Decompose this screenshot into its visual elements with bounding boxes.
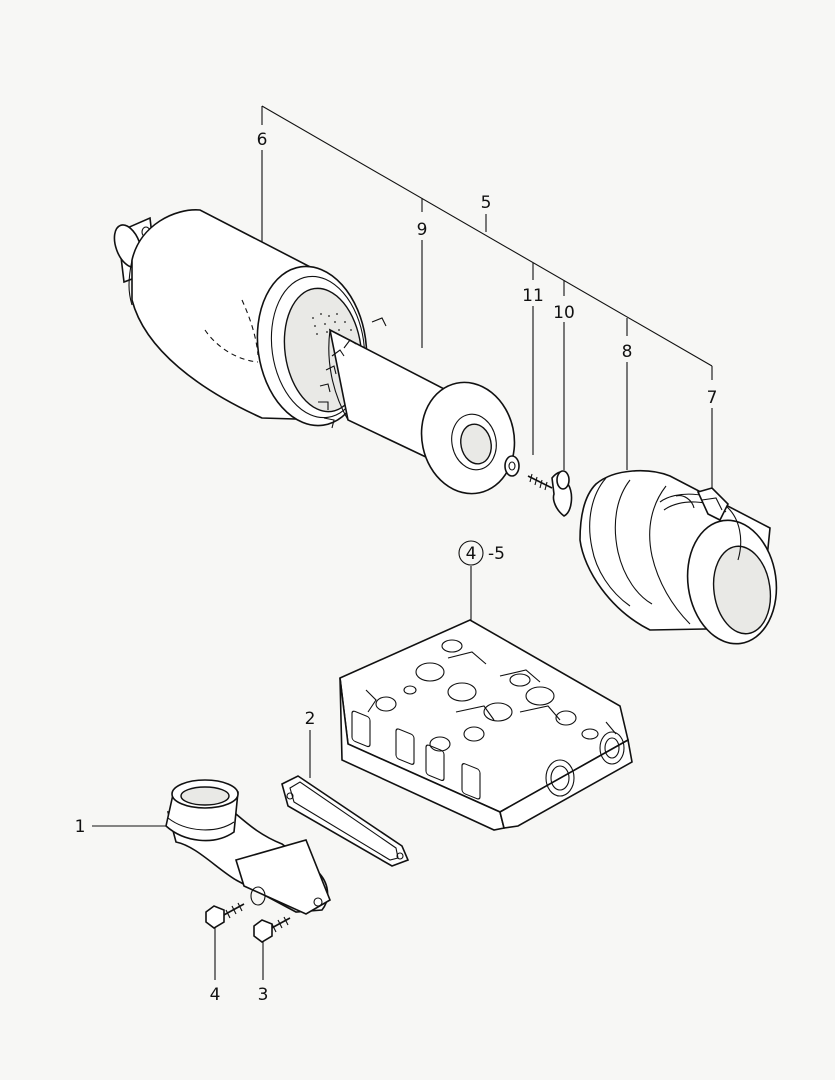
- reference-suffix: -5: [488, 544, 505, 564]
- dust-cup: [579, 469, 778, 645]
- callout-1: 1: [75, 817, 86, 837]
- reference-circle-number: 4: [466, 544, 477, 564]
- callout-2: 2: [305, 709, 316, 729]
- callout-10: 10: [553, 303, 575, 323]
- reference-callout: 4 -5: [458, 540, 505, 566]
- filter-element: [318, 317, 516, 495]
- callout-7: 7: [707, 388, 718, 408]
- callout-8: 8: [622, 342, 633, 362]
- callout-5: 5: [481, 193, 492, 213]
- callout-3: 3: [258, 985, 269, 1005]
- wing-bolt: [527, 470, 573, 517]
- callout-6: 6: [257, 130, 268, 150]
- intake-manifold: [165, 779, 331, 915]
- bolt-3: [253, 916, 291, 943]
- callout-11: 11: [522, 286, 544, 306]
- cylinder-head: [339, 619, 633, 831]
- callouts: 6 9 5 11 10 8 7 2 1 4 3: [75, 130, 718, 1005]
- callout-9: 9: [417, 220, 428, 240]
- leader-lines: [92, 105, 713, 980]
- washer: [504, 455, 520, 477]
- callout-4: 4: [210, 985, 221, 1005]
- air-cleaner-body: [113, 209, 368, 427]
- bolt-4: [205, 902, 245, 929]
- gasket: [281, 775, 410, 867]
